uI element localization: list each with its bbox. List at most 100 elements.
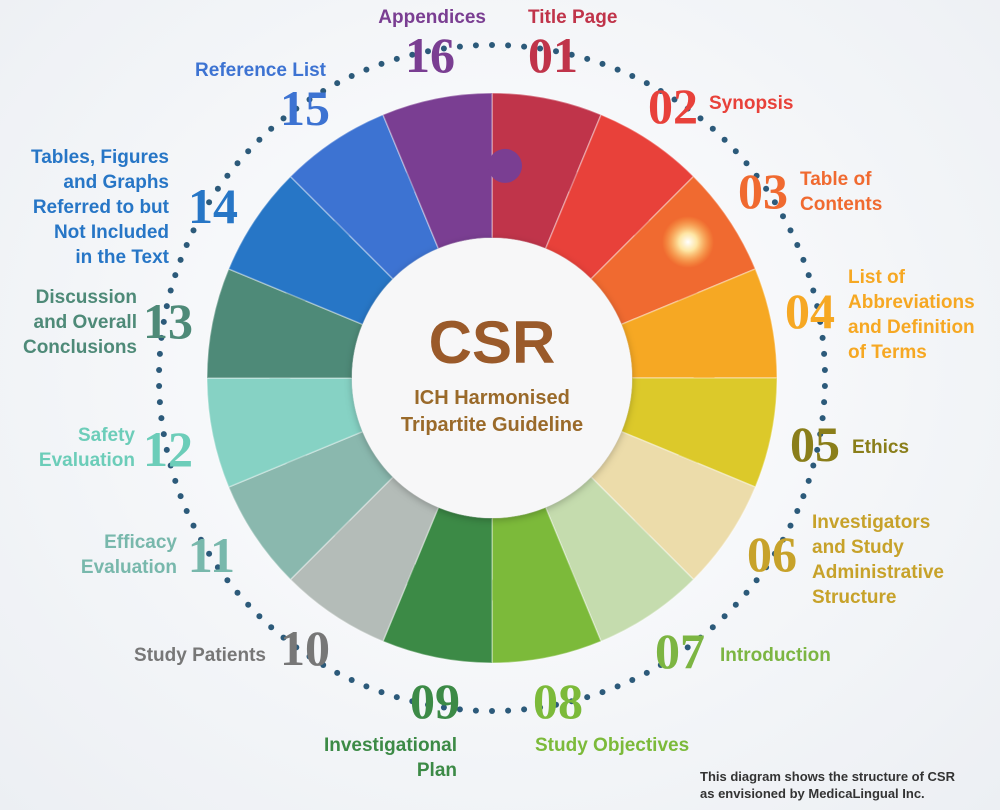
ring-dot [177, 256, 184, 263]
ring-dot [743, 589, 750, 596]
section-number-03: 03 [738, 163, 788, 219]
dotted-ring [156, 42, 828, 714]
ring-dot [163, 446, 170, 453]
ring-dot [472, 42, 479, 49]
ring-dot [614, 683, 621, 690]
ring-dot [160, 318, 167, 325]
ring-dot [224, 172, 231, 179]
ring-dot [425, 48, 431, 55]
ring-dot [800, 493, 807, 500]
ring-dot [684, 105, 691, 112]
ring-dot [256, 613, 263, 620]
ring-dot [805, 272, 812, 279]
ring-dot [156, 367, 163, 373]
ring-dot [214, 185, 221, 192]
ring-dot [794, 242, 801, 248]
ring-dot [293, 644, 300, 651]
ring-dot [183, 508, 190, 514]
ring-dot [643, 80, 650, 87]
ring-dot [521, 706, 528, 713]
ring-dot [521, 43, 528, 50]
ring-dot [821, 383, 828, 389]
ring-dot [753, 577, 760, 584]
ring-dot [156, 383, 163, 389]
section-number-02: 02 [648, 78, 698, 134]
ring-dot [334, 669, 341, 676]
ring-dot [709, 125, 716, 132]
ring-dot [172, 477, 179, 484]
section-number-01: 01 [528, 27, 578, 83]
ring-dot [584, 694, 591, 701]
ring-dot [553, 48, 559, 55]
ring-dot [440, 704, 447, 711]
section-label-08: Study Objectives [535, 735, 689, 756]
ring-dot [363, 66, 370, 73]
ring-dot [787, 522, 794, 529]
ring-dot [206, 199, 213, 206]
ring-dot [817, 431, 824, 438]
ring-dot [245, 601, 252, 608]
puzzle-knob-16 [488, 148, 522, 183]
ring-dot [684, 644, 691, 651]
ring-dot [489, 708, 495, 714]
ring-dot [721, 613, 728, 620]
footnote-line2: as envisioned by MedicaLingual Inc. [700, 786, 925, 801]
ring-dot [709, 624, 716, 631]
section-number-09: 09 [410, 673, 460, 729]
section-number-12: 12 [143, 421, 193, 477]
center-subtitle-line2: Tripartite Guideline [401, 414, 583, 436]
ring-dot [721, 136, 728, 143]
ring-dot [280, 115, 287, 122]
ring-dot [489, 42, 495, 48]
section-number-06: 06 [747, 526, 797, 582]
section-number-13: 13 [143, 293, 193, 349]
ring-dot [763, 185, 770, 192]
ring-dot [743, 160, 750, 167]
section-number-14: 14 [188, 178, 238, 234]
ring-dot [584, 55, 591, 62]
ring-dot [348, 677, 355, 683]
ring-dot [156, 350, 163, 357]
center-subtitle-line1: ICH Harmonised [414, 387, 570, 409]
ring-dot [814, 303, 821, 310]
ring-dot [167, 287, 174, 294]
ring-dot [657, 662, 664, 668]
ring-dot [614, 66, 621, 73]
ring-dot [771, 199, 778, 206]
ring-dot [363, 683, 370, 690]
section-number-10: 10 [280, 620, 330, 676]
ring-dot [821, 399, 828, 406]
ring-dot [256, 136, 263, 143]
ring-dot [643, 669, 650, 676]
ring-dot [568, 51, 575, 58]
ring-dot [306, 653, 313, 660]
section-label-07: Introduction [720, 645, 831, 666]
ring-dot [156, 399, 163, 406]
ring-dot [409, 698, 416, 705]
center-title: CSR [429, 309, 556, 376]
ring-dot [568, 698, 575, 705]
section-label-05: Ethics [852, 437, 909, 458]
footnote-line1: This diagram shows the structure of CSR [700, 769, 955, 784]
section-label-01: Title Page [528, 7, 617, 28]
ring-dot [224, 577, 231, 584]
ring-dot [334, 80, 341, 87]
ring-dot [553, 701, 559, 708]
ring-dot [810, 462, 817, 469]
ring-dot [456, 43, 463, 50]
section-number-04: 04 [785, 283, 835, 339]
ring-dot [206, 550, 213, 557]
ring-dot [456, 706, 463, 713]
ring-dot [697, 634, 704, 641]
ring-dot [158, 334, 165, 341]
section-label-02: Synopsis [709, 93, 793, 114]
ring-dot [409, 51, 416, 58]
